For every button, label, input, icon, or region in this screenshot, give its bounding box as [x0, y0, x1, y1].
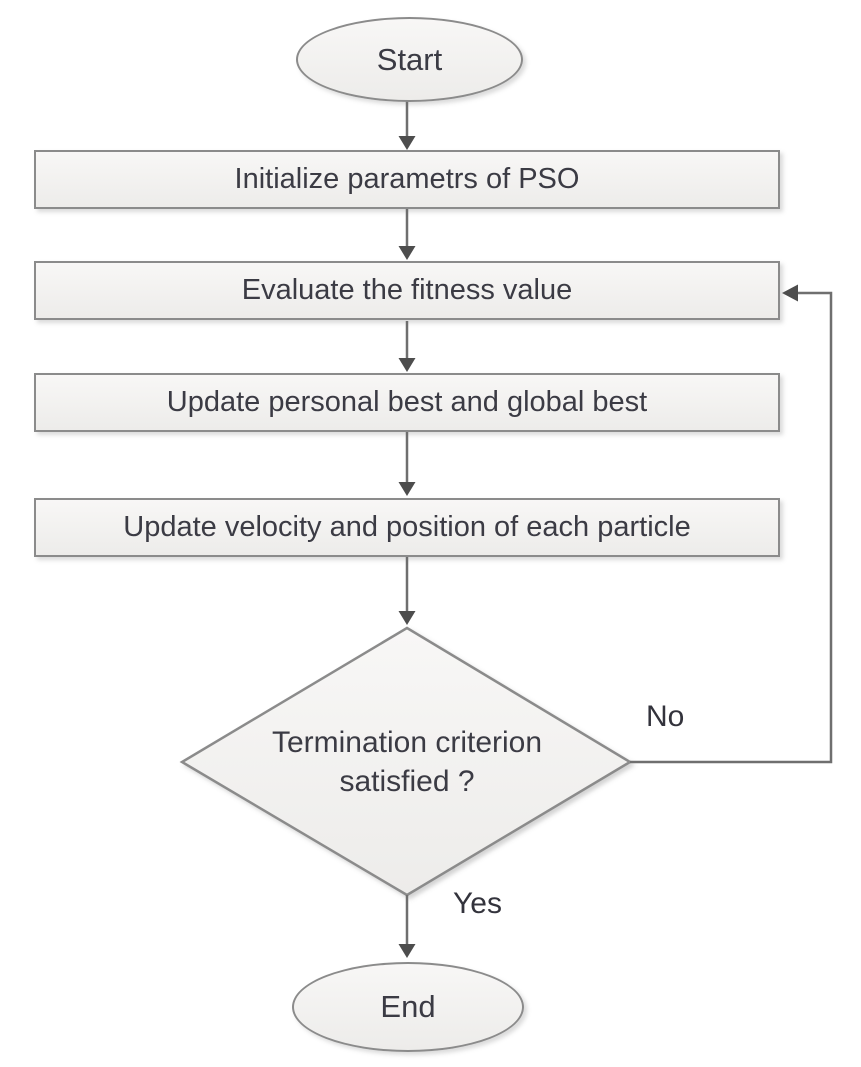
node-decision-label-wrap: Termination criterion satisfied ?: [237, 703, 577, 821]
node-start: Start: [296, 17, 523, 102]
node-initialize-parameters: Initialize parametrs of PSO: [34, 150, 780, 209]
node-update-best: Update personal best and global best: [34, 373, 780, 432]
arrowhead-down-icon: [398, 944, 416, 958]
node-end: End: [292, 962, 524, 1052]
arrowhead-left-icon: [782, 284, 798, 302]
node-end-label: End: [380, 989, 436, 1024]
node-decision-label: Termination criterion satisfied ?: [271, 726, 543, 798]
arrowhead-down-icon: [398, 358, 416, 372]
node-initialize-parameters-label: Initialize parametrs of PSO: [234, 163, 580, 195]
arrowhead-down-icon: [398, 136, 416, 150]
node-update-velocity-position-label: Update velocity and position of each par…: [123, 511, 691, 543]
arrowhead-down-icon: [398, 482, 416, 496]
arrowhead-down-icon: [398, 611, 416, 625]
node-start-label: Start: [376, 41, 443, 77]
edge-label-no: No: [646, 700, 685, 733]
node-update-velocity-position: Update velocity and position of each par…: [34, 498, 780, 557]
node-evaluate-fitness-label: Evaluate the fitness value: [241, 274, 573, 306]
node-update-best-label: Update personal best and global best: [166, 386, 648, 418]
arrowhead-down-icon: [398, 246, 416, 260]
flow-line-no-loop: [630, 291, 833, 764]
node-evaluate-fitness: Evaluate the fitness value: [34, 261, 780, 320]
edge-label-yes: Yes: [453, 887, 502, 920]
